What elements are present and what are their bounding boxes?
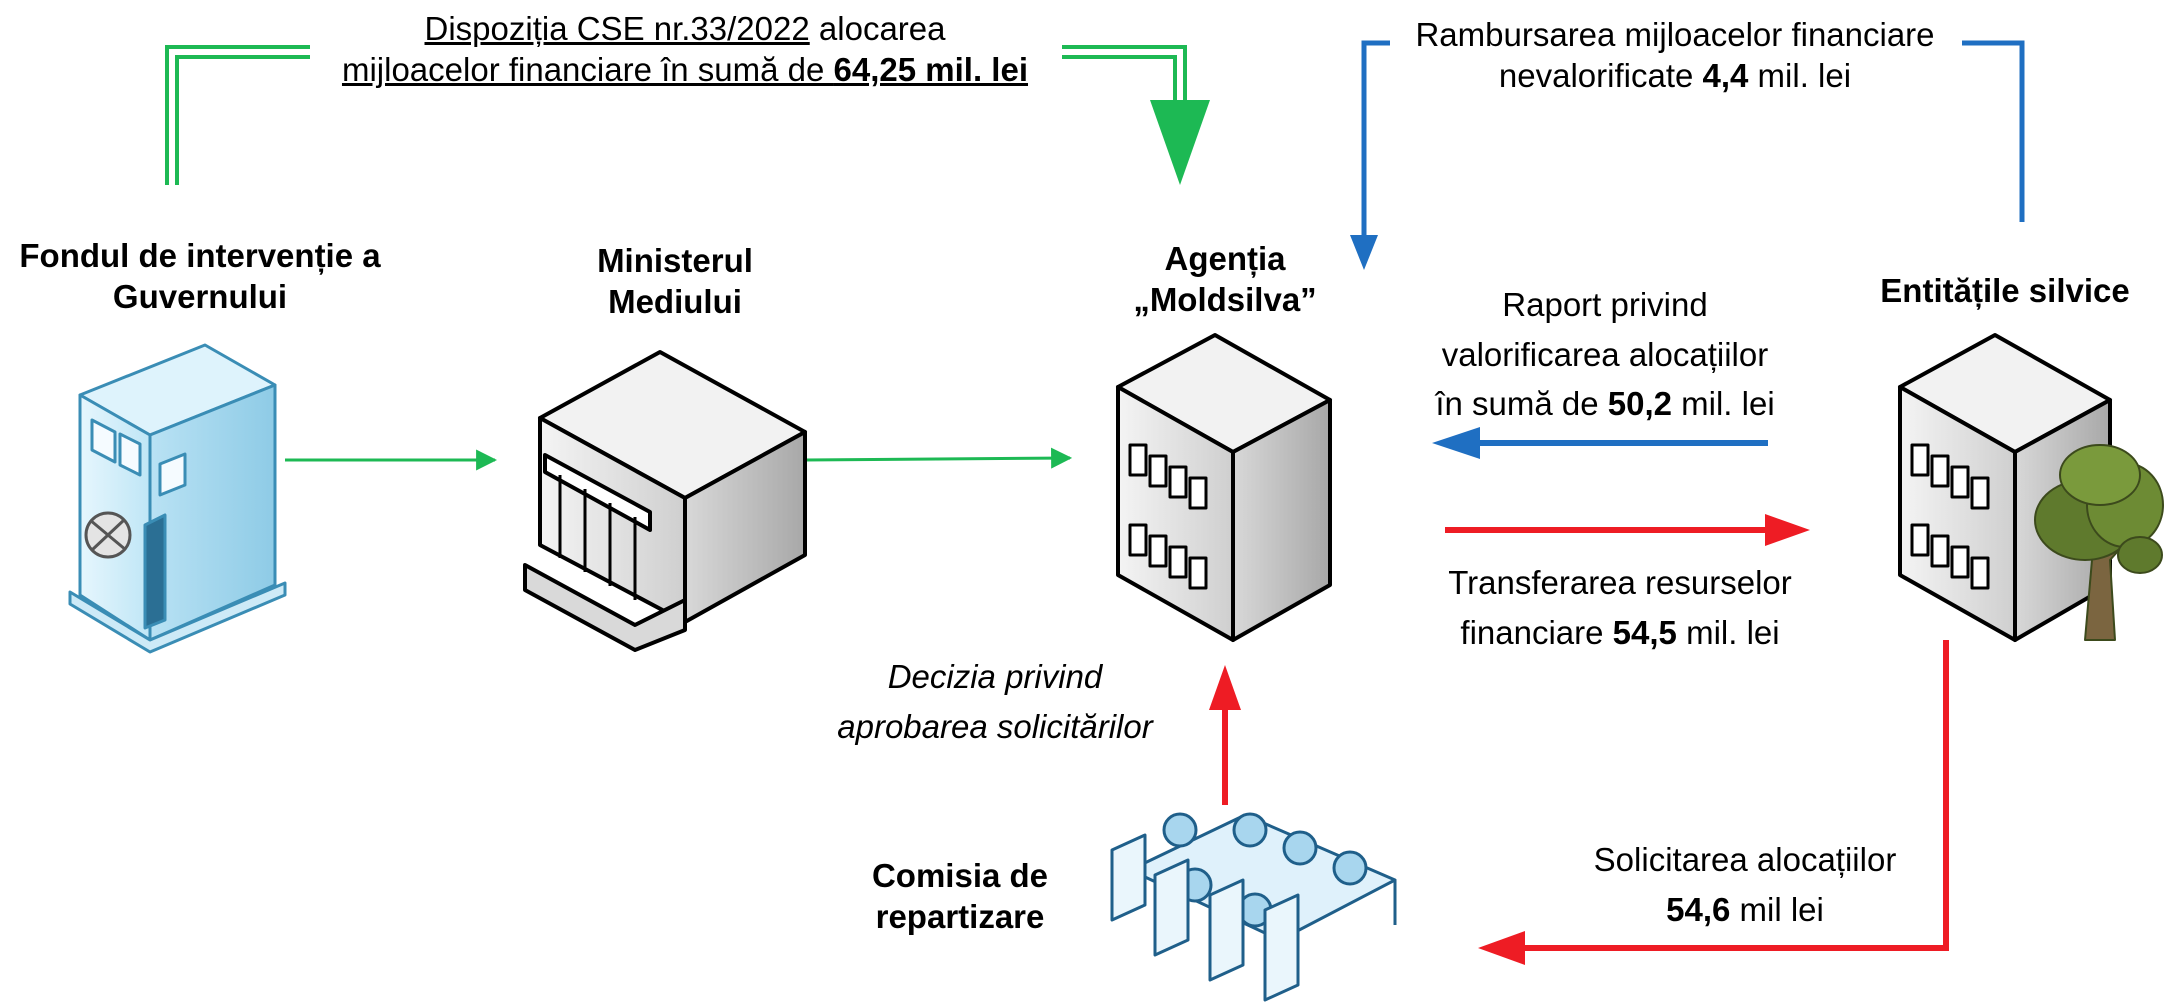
comisia-to-agentia-arrow: [1209, 665, 1241, 805]
solicitarea-label: Solicitarea alocațiilor 54,6 mil lei: [1593, 841, 1897, 928]
bank-vault-building-icon: [68, 343, 287, 654]
dispozitia-label: Dispoziția CSE nr.33/2022 alocarea mijlo…: [341, 10, 1029, 89]
rambursarea-arrow: [1350, 40, 2025, 270]
raport-arrow: [1432, 427, 1768, 459]
transferarea-label: Transferarea resurselor financiare 54,5 …: [1448, 564, 1792, 651]
minister-to-agentia-arrow: [804, 447, 1073, 469]
decizia-label: Decizia privind aprobarea solicitărilor: [837, 658, 1153, 745]
office-building-icon: [1116, 333, 1332, 642]
government-building-icon: [523, 350, 807, 652]
meeting-table-icon: [1110, 812, 1397, 1002]
office-building-with-tree-icon: [1898, 333, 2164, 642]
node-entitati-label: Entitățile silvice: [1880, 272, 2130, 309]
dispozitia-arrow: [165, 45, 1210, 185]
solicitarea-arrow: [1478, 640, 1949, 965]
node-agentia-label: Agenția„Moldsilva”: [1133, 240, 1317, 319]
tree-icon: [2034, 444, 2164, 641]
rambursarea-label: Rambursarea mijloacelor financiare neval…: [1415, 16, 1935, 95]
raport-label: Raport privind valorificarea alocațiilor…: [1435, 286, 1775, 422]
transferarea-arrow: [1445, 514, 1810, 546]
